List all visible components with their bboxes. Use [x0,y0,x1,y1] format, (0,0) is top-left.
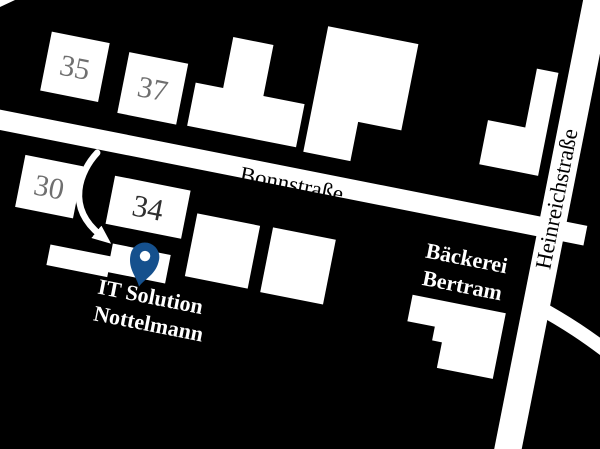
building-30 [15,154,84,219]
house-number-37: 37 [135,70,171,108]
building-square-2 [260,227,336,305]
building-t-shaped [187,37,305,148]
building-square-1 [184,213,261,289]
road-heinreichstrasse [489,0,600,449]
house-number-34: 34 [129,188,167,228]
building-l-large [303,26,419,162]
location-pin-hole [139,250,151,262]
building-35 [40,31,110,102]
building-l-small [479,68,559,176]
building-37 [117,52,189,125]
building-34 [105,175,191,239]
house-number-35: 35 [57,49,93,87]
location-pin-body [130,242,160,287]
building-baeckerei [407,294,506,379]
location-pin-icon [130,242,160,287]
road-bonnstrasse [0,97,588,246]
direction-arrow [75,149,112,244]
house-number-30: 30 [31,168,67,206]
building-small-annex [46,244,112,278]
road-branch-east [533,299,600,363]
road-corner-sliver [0,0,15,7]
